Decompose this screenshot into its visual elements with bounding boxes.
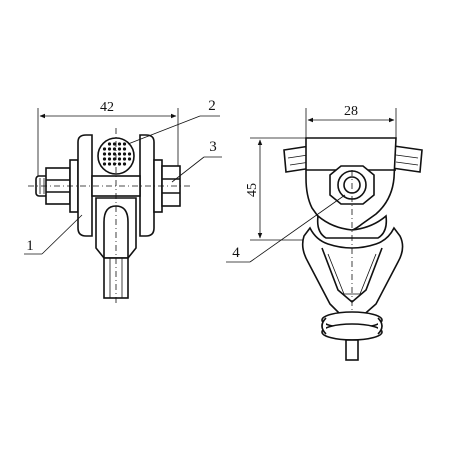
strand-dot (102, 157, 107, 161)
strand-dot (122, 157, 127, 161)
strand-dot (112, 142, 117, 146)
strand-dot (112, 152, 117, 156)
strand-dot (122, 162, 127, 166)
conductor-strands (102, 142, 132, 166)
strand-dot (112, 147, 117, 151)
strand-dot (117, 147, 122, 151)
strand-dot (122, 152, 127, 156)
strand-dot (107, 152, 112, 156)
hanging-rod (103, 257, 129, 299)
strand-dot (107, 162, 112, 166)
left-view: 42 (24, 98, 222, 305)
clamp-lower (316, 214, 388, 239)
callout-4: 4 (232, 245, 240, 261)
strand-dot (102, 152, 107, 156)
conductor-right (391, 145, 423, 173)
strand-dot (107, 142, 112, 146)
strand-dot (112, 157, 117, 161)
strand-dot (117, 162, 122, 166)
link-plate (301, 226, 404, 319)
strand-dot (127, 152, 132, 156)
ring-2 (321, 323, 383, 341)
strand-dot (102, 147, 107, 151)
strand-dot (127, 157, 132, 161)
callout-1: 1 (26, 238, 34, 254)
right-view: 28 45 4 (226, 104, 423, 361)
right-side-plate (139, 134, 155, 237)
strand-dot (117, 142, 122, 146)
strand-dot (122, 147, 127, 151)
strand-dot (102, 162, 107, 166)
lower-rod (345, 339, 359, 361)
strand-dot (107, 157, 112, 161)
callout-3: 3 (209, 139, 217, 155)
strand-dot (117, 152, 122, 156)
strand-dot (112, 162, 117, 166)
left-side-plate (77, 134, 93, 237)
dimension-label-45: 45 (245, 183, 260, 197)
dimension-label-28: 28 (344, 104, 358, 119)
strand-dot (117, 157, 122, 161)
dimension-label-42: 42 (100, 100, 114, 115)
strand-dot (107, 147, 112, 151)
strand-dot (122, 142, 127, 146)
callout-2: 2 (208, 98, 216, 114)
